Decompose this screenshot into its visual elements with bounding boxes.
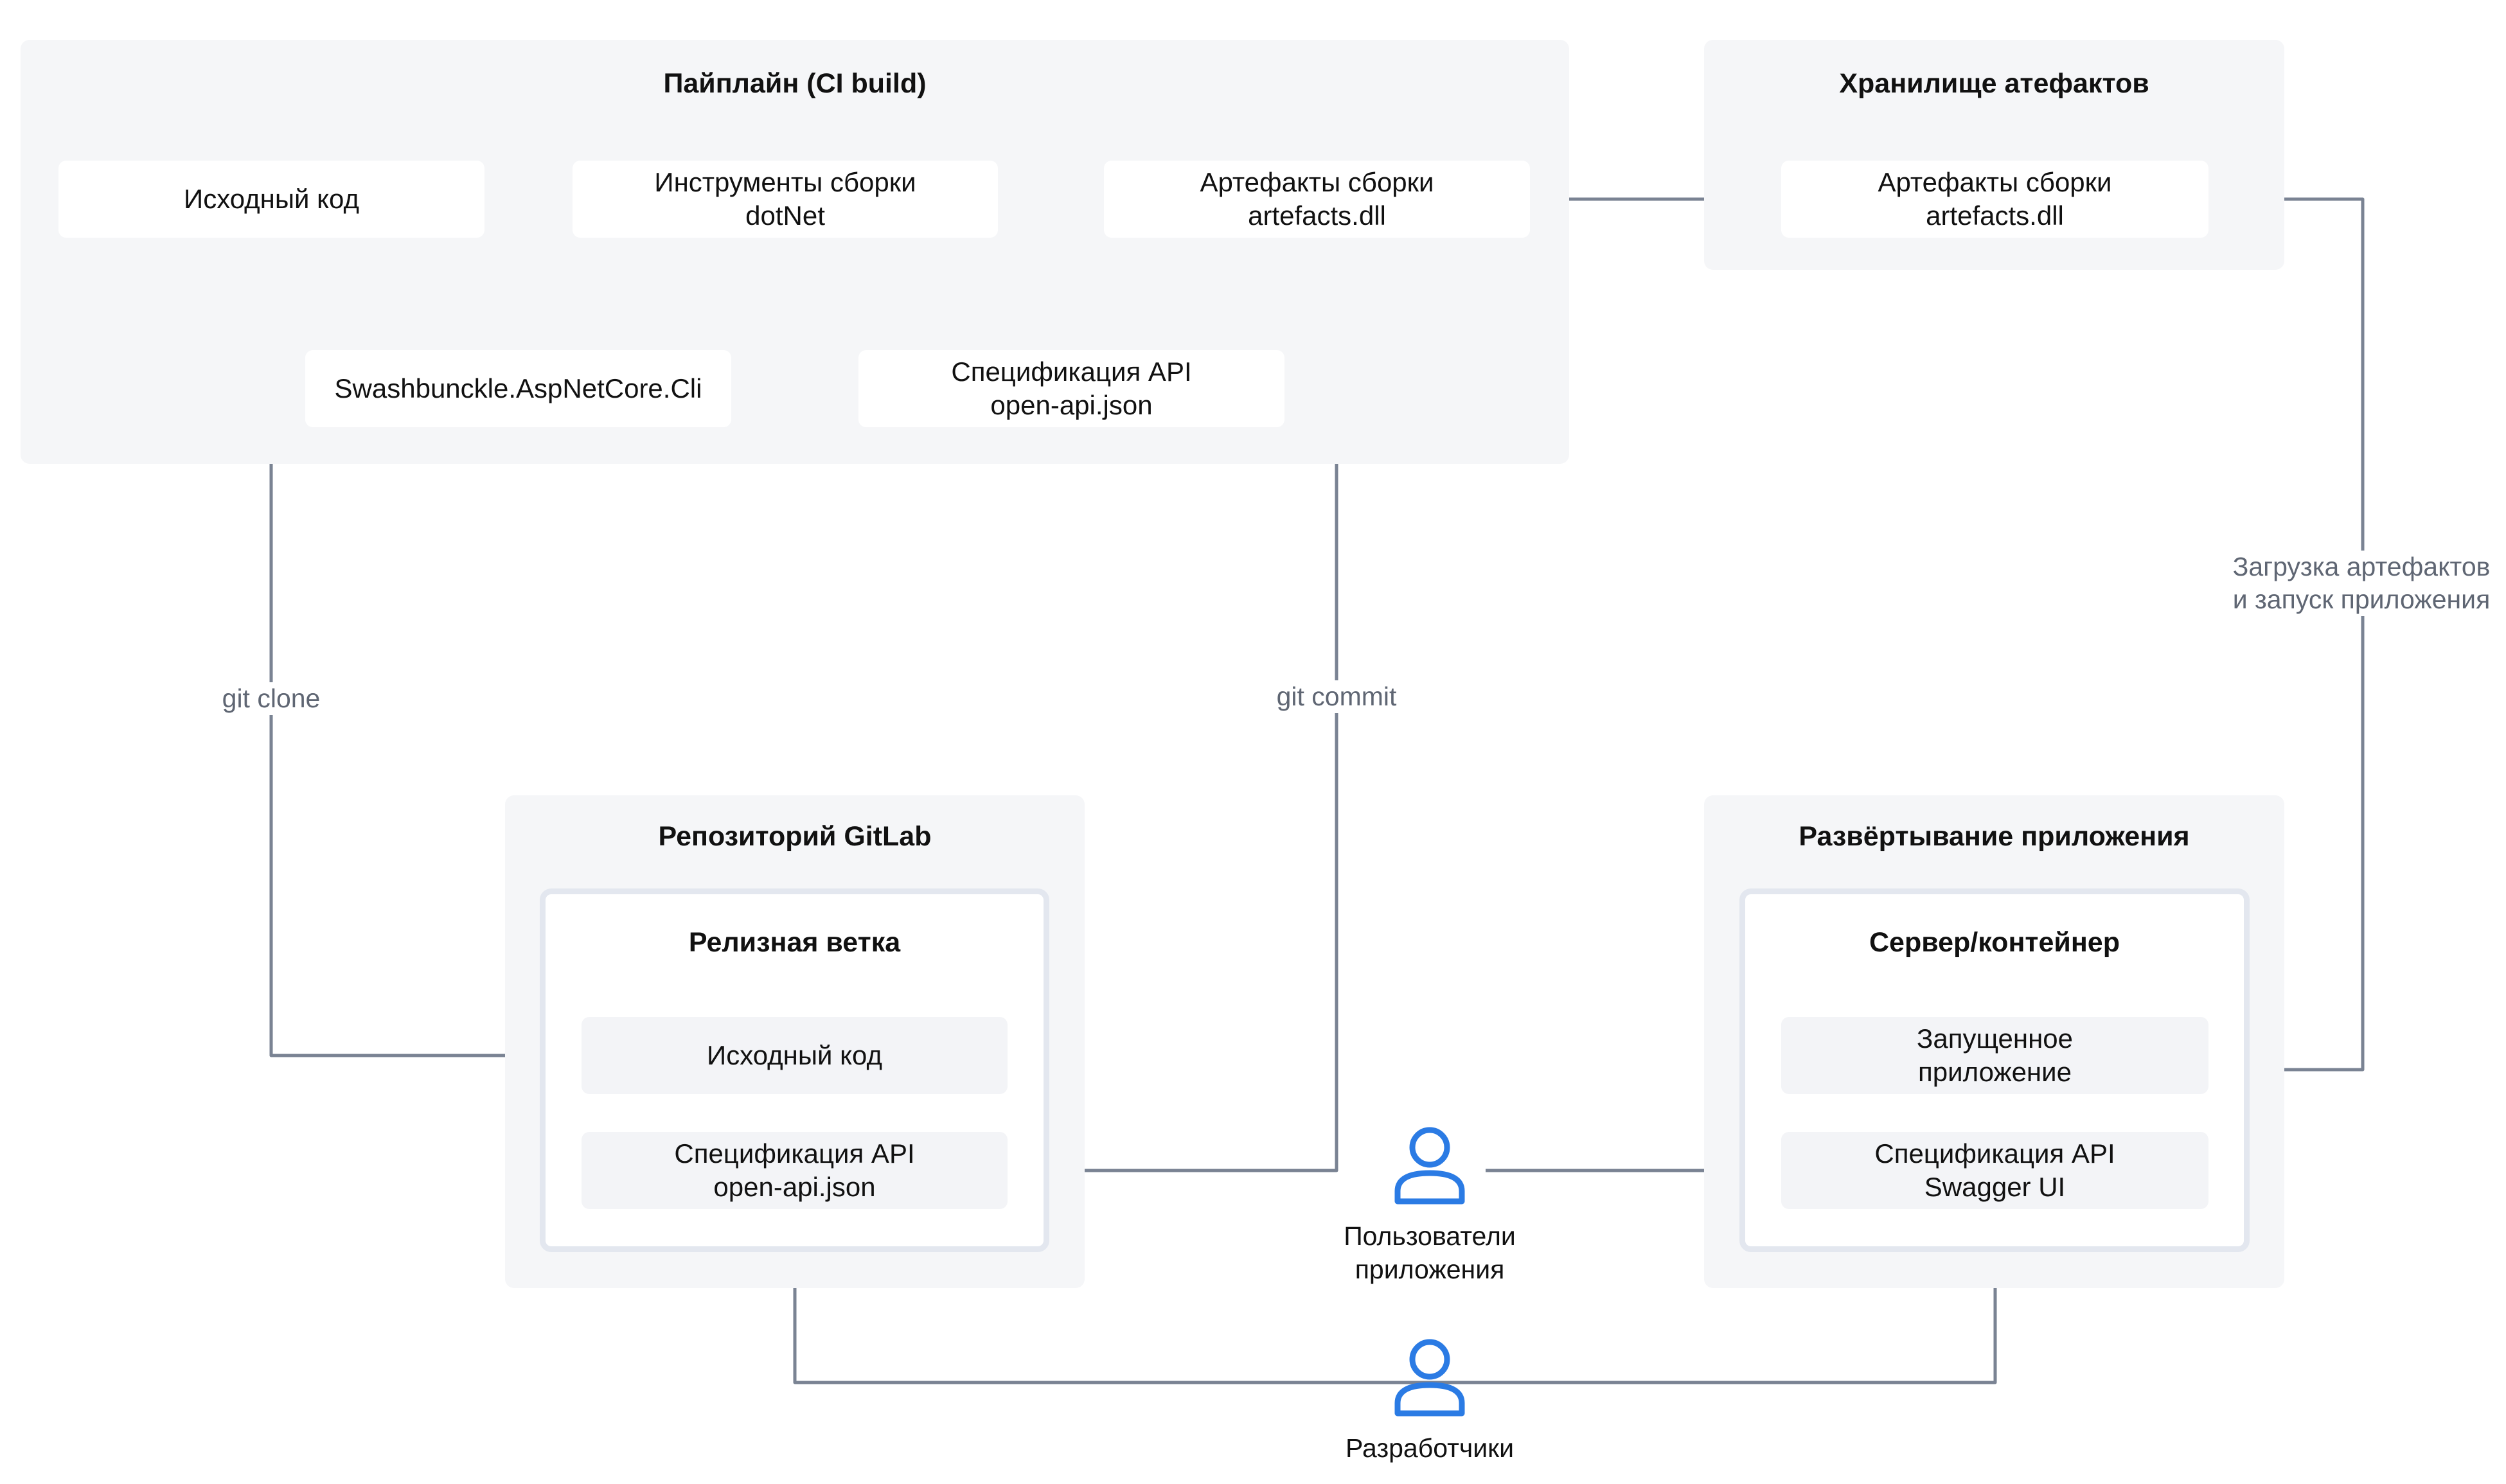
release-branch-title: Релизная ветка [688,927,901,958]
repo-api-spec-node: Спецификация API open-api.json [582,1132,1008,1209]
node-label: Исходный код [184,184,359,214]
pipeline-group: Пайплайн (CI build) [21,40,1569,464]
node-label: Исходный код [707,1040,882,1070]
node-sublabel: artefacts.dll [1248,200,1386,231]
swagger-ui-node: Спецификация API Swagger UI [1781,1132,2208,1209]
connector-line [269,242,580,1057]
node-sublabel: dotNet [745,200,825,231]
node-sublabel: open-api.json [713,1172,876,1202]
node-label: Запущенное [1916,1023,2074,1054]
stored-artifacts-node: Артефакты сборки artefacts.dll [1781,161,2208,238]
user-icon [1394,1127,1465,1205]
repo-source-code-node: Исходный код [582,1017,1008,1094]
node-label: Спецификация API [951,357,1192,387]
app-users-line1: Пользователи [1344,1221,1516,1251]
node-label: Артефакты сборки [1200,167,1434,197]
load-artifacts-line1: Загрузка артефактов [2232,552,2491,581]
connector-line [2210,197,2365,1072]
node-sublabel: Swagger UI [1924,1172,2066,1202]
gitlab-repo-title: Репозиторий GitLab [658,821,932,852]
user-icon [1394,1339,1465,1417]
app-users-actor: Пользователи приложения [1320,1124,1539,1286]
node-label: Артефакты сборки [1878,167,2112,197]
node-label: Спецификация API [674,1138,915,1169]
pipeline-api-spec-node: Спецификация API open-api.json [858,350,1284,427]
build-tools-node: Инструменты сборки dotNet [573,161,998,238]
developers-label: Разработчики [1346,1431,1514,1465]
pipeline-group-title: Пайплайн (CI build) [663,68,927,99]
node-label: Инструменты сборки [654,167,916,197]
node-sublabel: приложение [1918,1057,2072,1087]
running-app-node: Запущенное приложение [1781,1017,2208,1094]
git-clone-label: git clone [204,682,339,715]
developers-line1: Разработчики [1346,1433,1514,1463]
git-commit-label: git commit [1261,680,1412,713]
node-sublabel: open-api.json [990,390,1153,420]
build-artifacts-node: Артефакты сборки artefacts.dll [1104,161,1530,238]
node-label: Спецификация API [1874,1138,2115,1169]
developers-actor: Разработчики [1320,1336,1539,1465]
swashbuckle-cli-node: Swashbunckle.AspNetCore.Cli [305,350,731,427]
app-users-line2: приложения [1355,1255,1505,1284]
node-label: Swashbunckle.AspNetCore.Cli [334,373,702,403]
app-users-label: Пользователи приложения [1344,1219,1516,1286]
pipeline-source-code-node: Исходный код [58,161,484,238]
load-artifacts-label: Загрузка артефактов и запуск приложения [2220,551,2503,616]
server-container-title: Сервер/контейнер [1869,927,2120,958]
node-sublabel: artefacts.dll [1926,200,2064,231]
artifact-storage-title: Хранилище атефактов [1839,68,2149,99]
deployment-title: Развёртывание приложения [1799,821,2190,852]
load-artifacts-line2: и запуск приложения [2232,585,2491,614]
